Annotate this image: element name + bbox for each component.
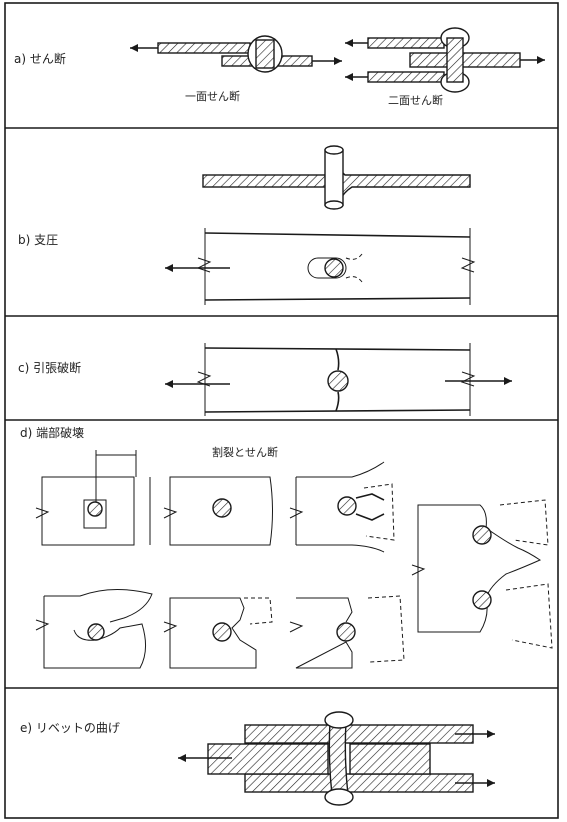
panel-e: e) リベットの曲げ: [20, 711, 495, 806]
sheet-border: [4, 2, 559, 819]
panel-b-label: b) 支圧: [18, 233, 58, 247]
double-shear-caption: 二面せん断: [388, 93, 443, 107]
double-shear-figure: [345, 27, 545, 93]
panel-e-label: e) リベットの曲げ: [20, 721, 120, 735]
panel-d-label: d) 端部破壊: [20, 425, 84, 440]
panel-a-label: a) せん断: [14, 51, 66, 66]
panel-c-label: c) 引張破断: [18, 360, 81, 375]
panel-d-caption: 割裂とせん断: [212, 445, 278, 459]
edge-figure-5: [163, 597, 273, 669]
single-shear-figure: [130, 35, 342, 73]
edge-figure-large: [411, 499, 553, 649]
bearing-section: [202, 145, 471, 210]
edge-figure-1: [35, 450, 151, 546]
panel-b: b) 支圧: [18, 145, 476, 305]
panel-c: c) 引張破断: [18, 343, 512, 416]
panel-a: a) せん断 一面せん断 二面せん断: [14, 27, 545, 107]
edge-figure-3: [289, 461, 395, 553]
edge-figure-4: [35, 588, 153, 669]
panel-d: d) 端部破壊 割裂とせん断: [20, 425, 553, 669]
bearing-plan: [165, 228, 476, 305]
edge-figure-2: [163, 476, 273, 546]
rivet-bending-figure: [178, 711, 495, 806]
tension-plate: [165, 343, 512, 416]
single-shear-caption: 一面せん断: [185, 89, 240, 103]
edge-figure-6: [289, 595, 405, 669]
